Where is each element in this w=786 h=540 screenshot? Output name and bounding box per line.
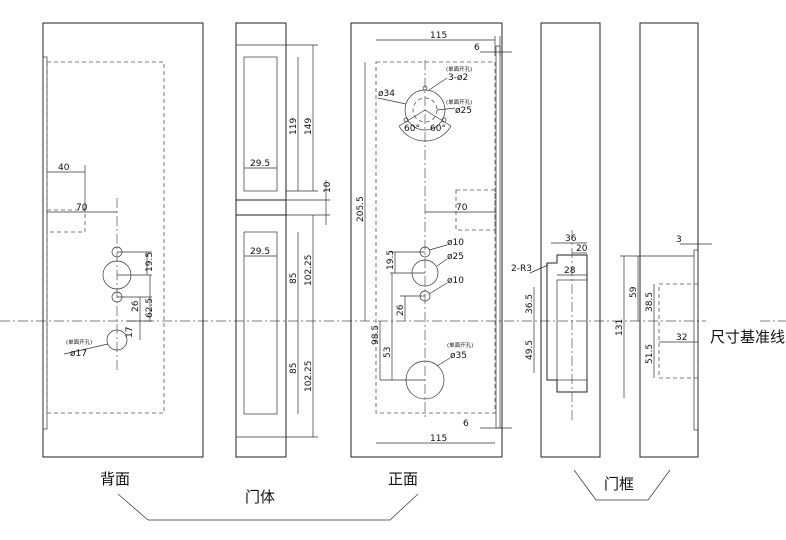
side-dim-29-5-bottom: 29.5 — [250, 247, 270, 257]
front-dim-53: 53 — [383, 347, 393, 358]
back-dim-26: 26 — [131, 300, 141, 312]
back-hole-phi17 — [106, 329, 128, 351]
back-dim-62-5: 62.5 — [145, 298, 155, 318]
front-view: (单面开孔) 3-ø2 ø34 (单面开孔) ø25 60° 60° ø10 ø… — [350, 22, 512, 458]
frame-dim-51-5: 51.5 — [645, 344, 655, 364]
side-section-view: 119 149 29.5 10 29.5 85 102.25 85 102.25 — [235, 22, 333, 458]
front-phi35: ø35 — [450, 351, 467, 361]
frame-dim-28: 28 — [564, 266, 576, 276]
frame-dim-20: 20 — [576, 244, 588, 254]
front-dim-19-5: 19.5 — [386, 250, 396, 270]
frame-bracket — [573, 469, 671, 501]
frame-front-slot — [658, 283, 699, 379]
front-dim-26: 26 — [396, 304, 406, 316]
front-phi25-middle: ø25 — [447, 252, 464, 262]
back-dim-40: 40 — [58, 163, 70, 173]
side-hatch-bottom — [243, 231, 278, 415]
front-phi10-top: ø10 — [447, 238, 464, 248]
frame-r3: 2-R3 — [511, 264, 532, 274]
front-dim-205-5: 205.5 — [356, 196, 366, 222]
front-panel-outline — [350, 22, 503, 458]
back-panel-outline — [42, 22, 204, 458]
front-note-2: (单面开孔) — [446, 98, 472, 106]
frame-dim-131: 131 — [615, 319, 625, 336]
front-dim-6-bottom: 6 — [463, 419, 469, 429]
front-inner-outline — [375, 61, 496, 414]
side-outline — [235, 22, 287, 458]
front-angle-1: 60° — [404, 124, 420, 134]
label-frame: 门框 — [604, 475, 634, 493]
front-slot — [455, 189, 496, 231]
front-edge-strip — [495, 45, 501, 429]
front-phi34: ø34 — [378, 89, 395, 99]
frame-dim-36: 36 — [565, 234, 577, 244]
back-slot — [46, 209, 86, 233]
front-dim-115-bottom: 115 — [430, 434, 447, 444]
front-note-3: (单面开孔) — [447, 341, 473, 349]
back-phi17: ø17 — [70, 349, 87, 359]
frame-dim-32: 32 — [676, 333, 687, 343]
back-inner-outline — [46, 61, 165, 414]
frame-dim-38-5: 38.5 — [645, 292, 655, 312]
door-body-bracket — [117, 493, 419, 521]
back-dim-17: 17 — [125, 327, 135, 338]
frame-dim-49-5: 49.5 — [525, 340, 535, 360]
label-front: 正面 — [388, 470, 418, 488]
frame-front-strip — [693, 249, 699, 431]
front-holes-3: 3-ø2 — [448, 73, 468, 83]
frame-dim-59: 59 — [629, 286, 639, 298]
side-dim-149: 149 — [304, 118, 314, 135]
frame-front-outline — [639, 22, 699, 458]
side-dim-29-5-top: 29.5 — [250, 159, 270, 169]
frame-section-view: 36 20 2-R3 28 36.5 49.5 — [511, 22, 601, 458]
label-door-body: 门体 — [245, 488, 275, 506]
label-back: 背面 — [100, 470, 130, 488]
front-dim-115-top: 115 — [430, 31, 447, 41]
side-dim-10: 10 — [323, 181, 333, 193]
back-dim-70: 70 — [76, 203, 88, 213]
frame-dim-3: 3 — [676, 235, 682, 245]
front-phi10-bottom: ø10 — [447, 276, 464, 286]
side-dim-102-25-top: 102.25 — [304, 255, 314, 287]
frame-section-outline — [540, 22, 601, 458]
front-phi25-top: ø25 — [455, 106, 472, 116]
side-hatch-top — [243, 56, 278, 192]
back-note: (单面开孔) — [66, 338, 92, 346]
side-dim-102-25-bottom: 102.25 — [304, 361, 314, 393]
front-dim-98-5: 98.5 — [371, 325, 381, 345]
side-dim-85-bottom: 85 — [289, 363, 299, 374]
back-dim-19-5: 19.5 — [145, 252, 155, 272]
front-pin-1 — [422, 85, 428, 91]
frame-front-view: 3 59 131 38.5 32 51.5 — [615, 22, 712, 458]
front-note-1: (单面开孔) — [446, 65, 472, 73]
frame-dim-36-5: 36.5 — [525, 294, 535, 314]
back-edge-strip — [42, 56, 48, 430]
side-dim-85-top: 85 — [289, 273, 299, 284]
front-dim-6-top: 6 — [474, 43, 480, 53]
side-dim-119: 119 — [289, 118, 299, 135]
front-angle-2: 60° — [430, 124, 446, 134]
front-dim-70: 70 — [456, 203, 468, 213]
label-baseline: 尺寸基准线 — [710, 328, 785, 346]
back-view: 40 70 19.5 17 26 62.5 (单面开孔) ø17 — [42, 22, 204, 458]
